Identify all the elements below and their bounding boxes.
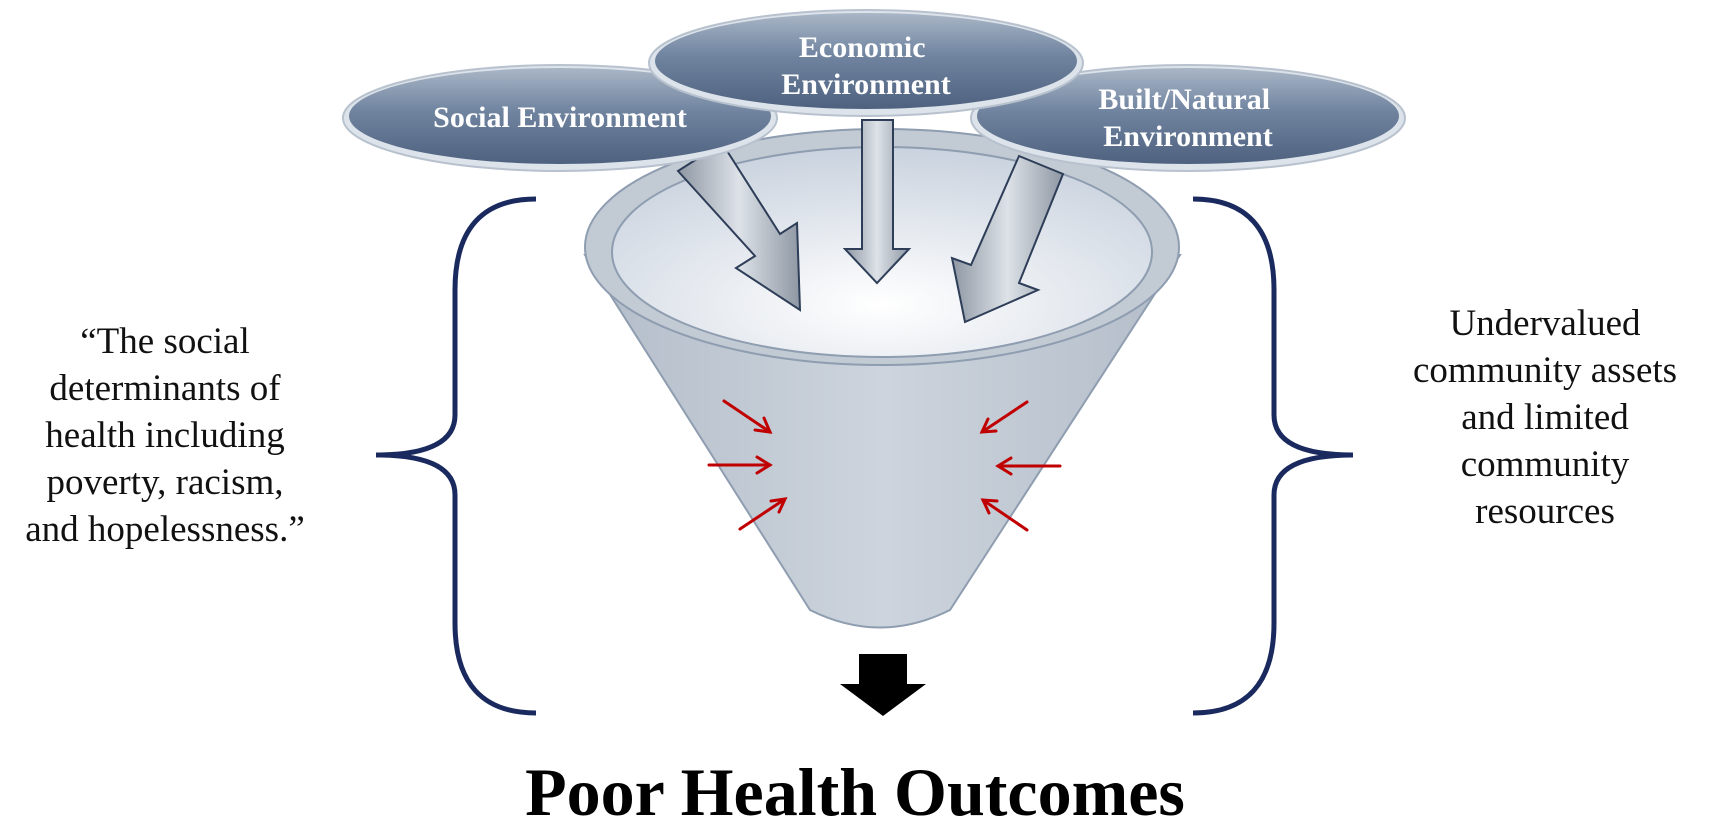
pressure-arrow-right-bottom xyxy=(980,498,1029,532)
oval-built-label-line1: Built/Natural xyxy=(1098,83,1270,116)
oval-social-environment: Social Environment xyxy=(342,64,778,172)
right-side-text: Undervalued community assets and limited… xyxy=(1412,303,1678,532)
pressure-arrow-left-top xyxy=(722,399,773,434)
oval-economic-environment: Economic Environment xyxy=(648,9,1084,117)
oval-built-label: Built/Natural Environment xyxy=(1098,83,1277,153)
oval-social-label: Social Environment xyxy=(433,101,687,134)
outcome-title: Poor Health Outcomes xyxy=(525,754,1185,830)
input-arrow-economic xyxy=(842,119,912,285)
pressure-arrow-right-top xyxy=(979,400,1029,434)
output-arrow xyxy=(840,654,926,716)
right-brace xyxy=(1192,196,1354,716)
left-quote-text: “The social determinants of health inclu… xyxy=(25,321,305,550)
pressure-arrow-left-middle xyxy=(707,455,773,475)
oval-economic-label-line2: Environment xyxy=(781,68,950,101)
oval-built-label-line2: Environment xyxy=(1103,120,1272,153)
pressure-arrow-left-bottom xyxy=(738,497,788,531)
oval-economic-label-line1: Economic xyxy=(799,31,926,64)
oval-economic-label: Economic Environment xyxy=(781,31,950,101)
input-arrow-social xyxy=(676,141,802,312)
pressure-arrows xyxy=(707,399,1062,532)
environment-ovals: Social Environment Built/Natural Environ… xyxy=(342,9,1406,172)
left-brace xyxy=(375,196,537,716)
input-arrow-built xyxy=(950,154,1065,324)
oval-built-environment: Built/Natural Environment xyxy=(970,64,1406,172)
input-arrows xyxy=(676,119,1065,324)
pressure-arrow-right-middle xyxy=(995,456,1062,476)
